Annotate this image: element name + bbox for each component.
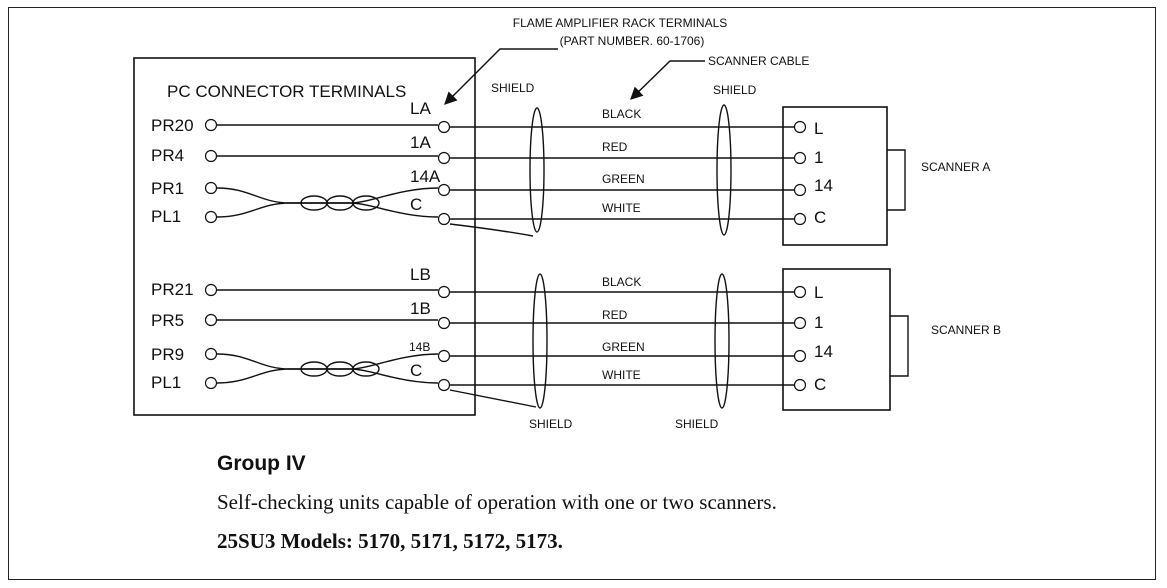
rack-terminal-label: LB: [410, 265, 431, 284]
wire-color-label: GREEN: [602, 172, 645, 186]
scanner-terminal: [793, 378, 807, 392]
rack-terminal-label: C: [410, 195, 422, 214]
scanner-terminal-label: 1: [814, 148, 823, 167]
caption-models: 25SU3 Models: 5170, 5171, 5172, 5173.: [217, 529, 563, 553]
rack-terminal-label: 14A: [410, 167, 441, 186]
pc-terminal-label: PL1: [151, 207, 181, 226]
rack-terminal: [437, 183, 451, 197]
pc-terminal-label: PL1: [151, 373, 181, 392]
scanner-a-label: SCANNER A: [921, 160, 990, 174]
wire-color-label: GREEN: [602, 340, 645, 354]
rack-terminal-label: 14B: [409, 340, 430, 354]
wire-color-label: RED: [602, 308, 628, 322]
twist-loop: [352, 195, 380, 211]
scanner-terminal-label: 1: [814, 313, 823, 332]
rack-terminal: [437, 378, 451, 392]
twist-loop: [352, 361, 380, 377]
pc-terminal: [204, 210, 218, 224]
scanner-terminal: [793, 212, 807, 226]
shield-drain-wire: [449, 223, 534, 237]
wire-color-label: WHITE: [602, 201, 641, 215]
scanner-terminal: [793, 183, 807, 197]
scanner-terminal: [793, 120, 807, 134]
pc-terminal: [204, 181, 218, 195]
rack-terminal: [437, 120, 451, 134]
amp-rack-label-line2: (PART NUMBER. 60-1706): [560, 34, 705, 48]
rack-terminal: [437, 285, 451, 299]
figure-frame: [8, 7, 1156, 580]
shield-drain-wire: [449, 389, 537, 408]
rack-terminal: [437, 349, 451, 363]
group-b: PR21 PR5 PR9 PL1 LB 1B 14B C BLACK RED G…: [151, 265, 1001, 411]
shield-label-b2: SHIELD: [675, 417, 719, 431]
pc-terminal: [204, 347, 218, 361]
amp-rack-label-line1: FLAME AMPLIFIER RACK TERMINALS: [513, 16, 728, 30]
caption-description: Self-checking units capable of operation…: [217, 490, 777, 514]
scanner-terminal-label: 14: [814, 342, 833, 361]
pc-terminal-label: PR1: [151, 179, 184, 198]
scanner-terminal: [793, 349, 807, 363]
caption-title: Group IV: [217, 452, 306, 475]
cable-shield: [529, 107, 545, 233]
rack-terminal-label: C: [410, 361, 422, 380]
scanner-terminal: [793, 151, 807, 165]
pc-terminal: [204, 376, 218, 390]
cable-shield: [532, 273, 548, 409]
wire-color-label: BLACK: [602, 275, 641, 289]
pc-terminal: [204, 118, 218, 132]
pc-terminal: [204, 149, 218, 163]
scanner-terminal-label: C: [814, 375, 826, 394]
pc-terminal-label: PR5: [151, 311, 184, 330]
rack-terminal-label: LA: [410, 99, 431, 118]
wire-color-label: BLACK: [602, 107, 641, 121]
pc-terminal: [204, 283, 218, 297]
pc-terminal-label: PR9: [151, 345, 184, 364]
pc-connector-box: [133, 57, 476, 416]
scanner-terminal-label: L: [814, 119, 823, 138]
wire-color-label: WHITE: [602, 368, 641, 382]
amp-rack-leader-arrow: [444, 48, 558, 105]
rack-terminal: [437, 212, 451, 226]
scanner-a-terminal-box: [782, 106, 888, 246]
group-a: PR20 PR4 PR1 PL1 LA 1A 14A C BLACK RED G…: [151, 99, 990, 246]
scanner-terminal-label: L: [814, 283, 823, 302]
pc-connector-title: PC CONNECTOR TERMINALS: [167, 82, 406, 101]
cable-shield: [716, 104, 732, 236]
scanner-cable-leader-arrow: [630, 60, 705, 100]
shield-label-a2: SHIELD: [713, 83, 757, 97]
scanner-terminal: [793, 285, 807, 299]
scanner-terminal-label: C: [814, 208, 826, 227]
scanner-terminal: [793, 316, 807, 330]
scanner-b-label: SCANNER B: [931, 323, 1001, 337]
cable-shield: [714, 273, 730, 409]
scanner-b-bracket: [890, 315, 909, 377]
scanner-b-terminal-box: [782, 268, 891, 411]
pc-terminal-label: PR4: [151, 146, 184, 165]
pc-terminal-label: PR20: [151, 116, 194, 135]
pc-terminal-label: PR21: [151, 280, 194, 299]
rack-terminal: [437, 151, 451, 165]
scanner-terminal-label: 14: [814, 176, 833, 195]
shield-label-b1: SHIELD: [529, 417, 573, 431]
scanner-a-bracket: [887, 149, 906, 211]
wire-color-label: RED: [602, 140, 628, 154]
pc-terminal: [204, 313, 218, 327]
scanner-cable-label: SCANNER CABLE: [708, 54, 809, 68]
shield-label-a1: SHIELD: [491, 81, 535, 95]
rack-terminal: [437, 316, 451, 330]
rack-terminal-label: 1B: [410, 299, 431, 318]
rack-terminal-label: 1A: [410, 133, 431, 152]
